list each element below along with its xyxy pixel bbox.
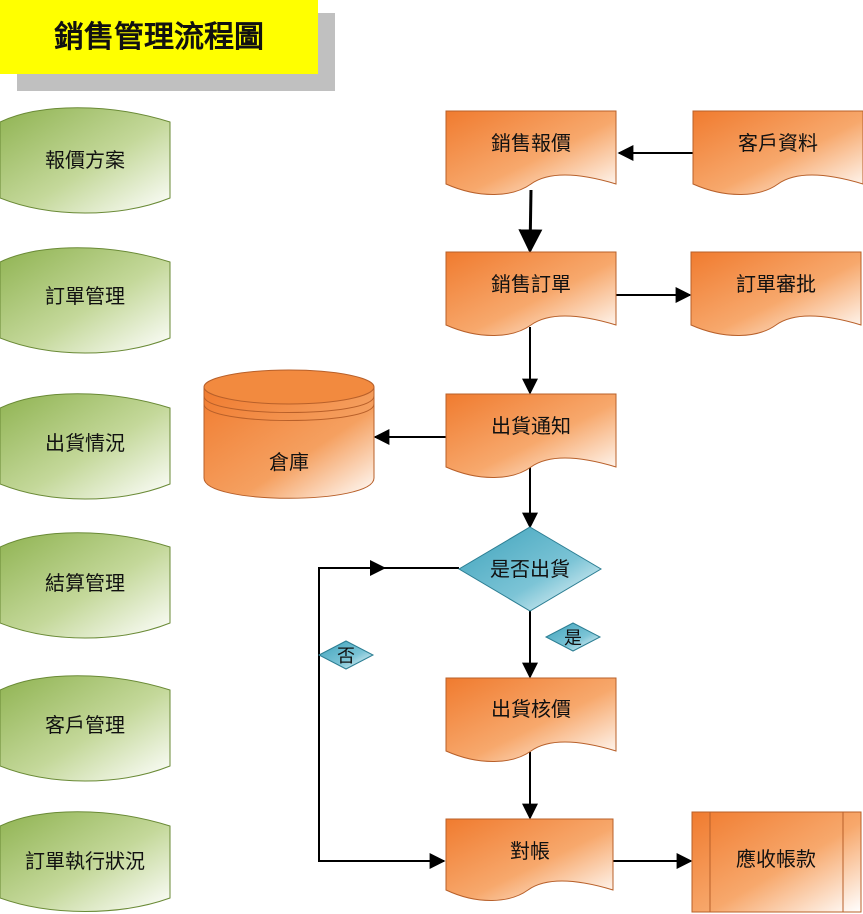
process-shipping-notice[interactable]: 出貨通知 (445, 393, 617, 478)
process-label: 出貨核價 (491, 697, 571, 721)
sidebar-item-label: 出貨情況 (45, 431, 125, 455)
process-receivables[interactable]: 應收帳款 (691, 811, 862, 913)
no-label: 否 (337, 646, 355, 667)
process-reconciliation[interactable]: 對帳 (445, 818, 614, 901)
yes-label: 是 (564, 628, 582, 649)
process-label: 銷售訂單 (491, 272, 571, 296)
connectors (318, 145, 693, 869)
process-label: 銷售報價 (491, 131, 571, 155)
process-label: 客戶資料 (738, 131, 818, 155)
sidebar-item-label: 報價方案 (45, 148, 125, 172)
sidebar-item-label: 客戶管理 (45, 713, 125, 737)
sidebar-item-label: 訂單執行狀況 (25, 849, 145, 873)
page-title: 銷售管理流程圖 (54, 20, 264, 55)
process-label: 出貨通知 (491, 414, 571, 438)
process-label: 對帳 (510, 839, 550, 863)
sidebar-item-order-execution[interactable]: 訂單執行狀況 (0, 811, 171, 912)
decision-label: 是否出貨 (490, 557, 570, 581)
process-shipping-pricing[interactable]: 出貨核價 (445, 677, 617, 762)
sidebar-item-shipping-status[interactable]: 出貨情況 (0, 393, 171, 500)
sidebar-item-quote-plan[interactable]: 報價方案 (0, 107, 171, 214)
sidebar-item-label: 訂單管理 (45, 284, 125, 308)
warehouse-cylinder[interactable]: 倉庫 (203, 369, 375, 499)
no-branch-arrowhead (370, 560, 386, 576)
process-sales-quote[interactable]: 銷售報價 (445, 110, 617, 195)
process-label: 訂單審批 (736, 272, 816, 296)
warehouse-label: 倉庫 (269, 450, 309, 474)
sidebar: 報價方案 訂單管理 出貨情況 結算管理 客戶管理 訂單執行狀況 (0, 107, 171, 912)
arrow-quote-to-order (518, 189, 543, 254)
title-box: 銷售管理流程圖 (0, 0, 335, 91)
process-order-approval[interactable]: 訂單審批 (690, 251, 862, 336)
decision-diamond[interactable]: 是否出貨 (458, 526, 602, 612)
sidebar-item-label: 結算管理 (45, 571, 125, 595)
no-tag: 否 (317, 640, 375, 670)
no-branch-line (318, 567, 459, 869)
sidebar-item-order-management[interactable]: 訂單管理 (0, 247, 171, 354)
sidebar-item-settlement[interactable]: 結算管理 (0, 532, 171, 639)
process-sales-order[interactable]: 銷售訂單 (445, 251, 617, 336)
sidebar-item-customer-management[interactable]: 客戶管理 (0, 675, 171, 782)
yes-tag: 是 (544, 622, 602, 652)
process-customer-data[interactable]: 客戶資料 (692, 110, 863, 195)
process-label: 應收帳款 (736, 847, 816, 871)
